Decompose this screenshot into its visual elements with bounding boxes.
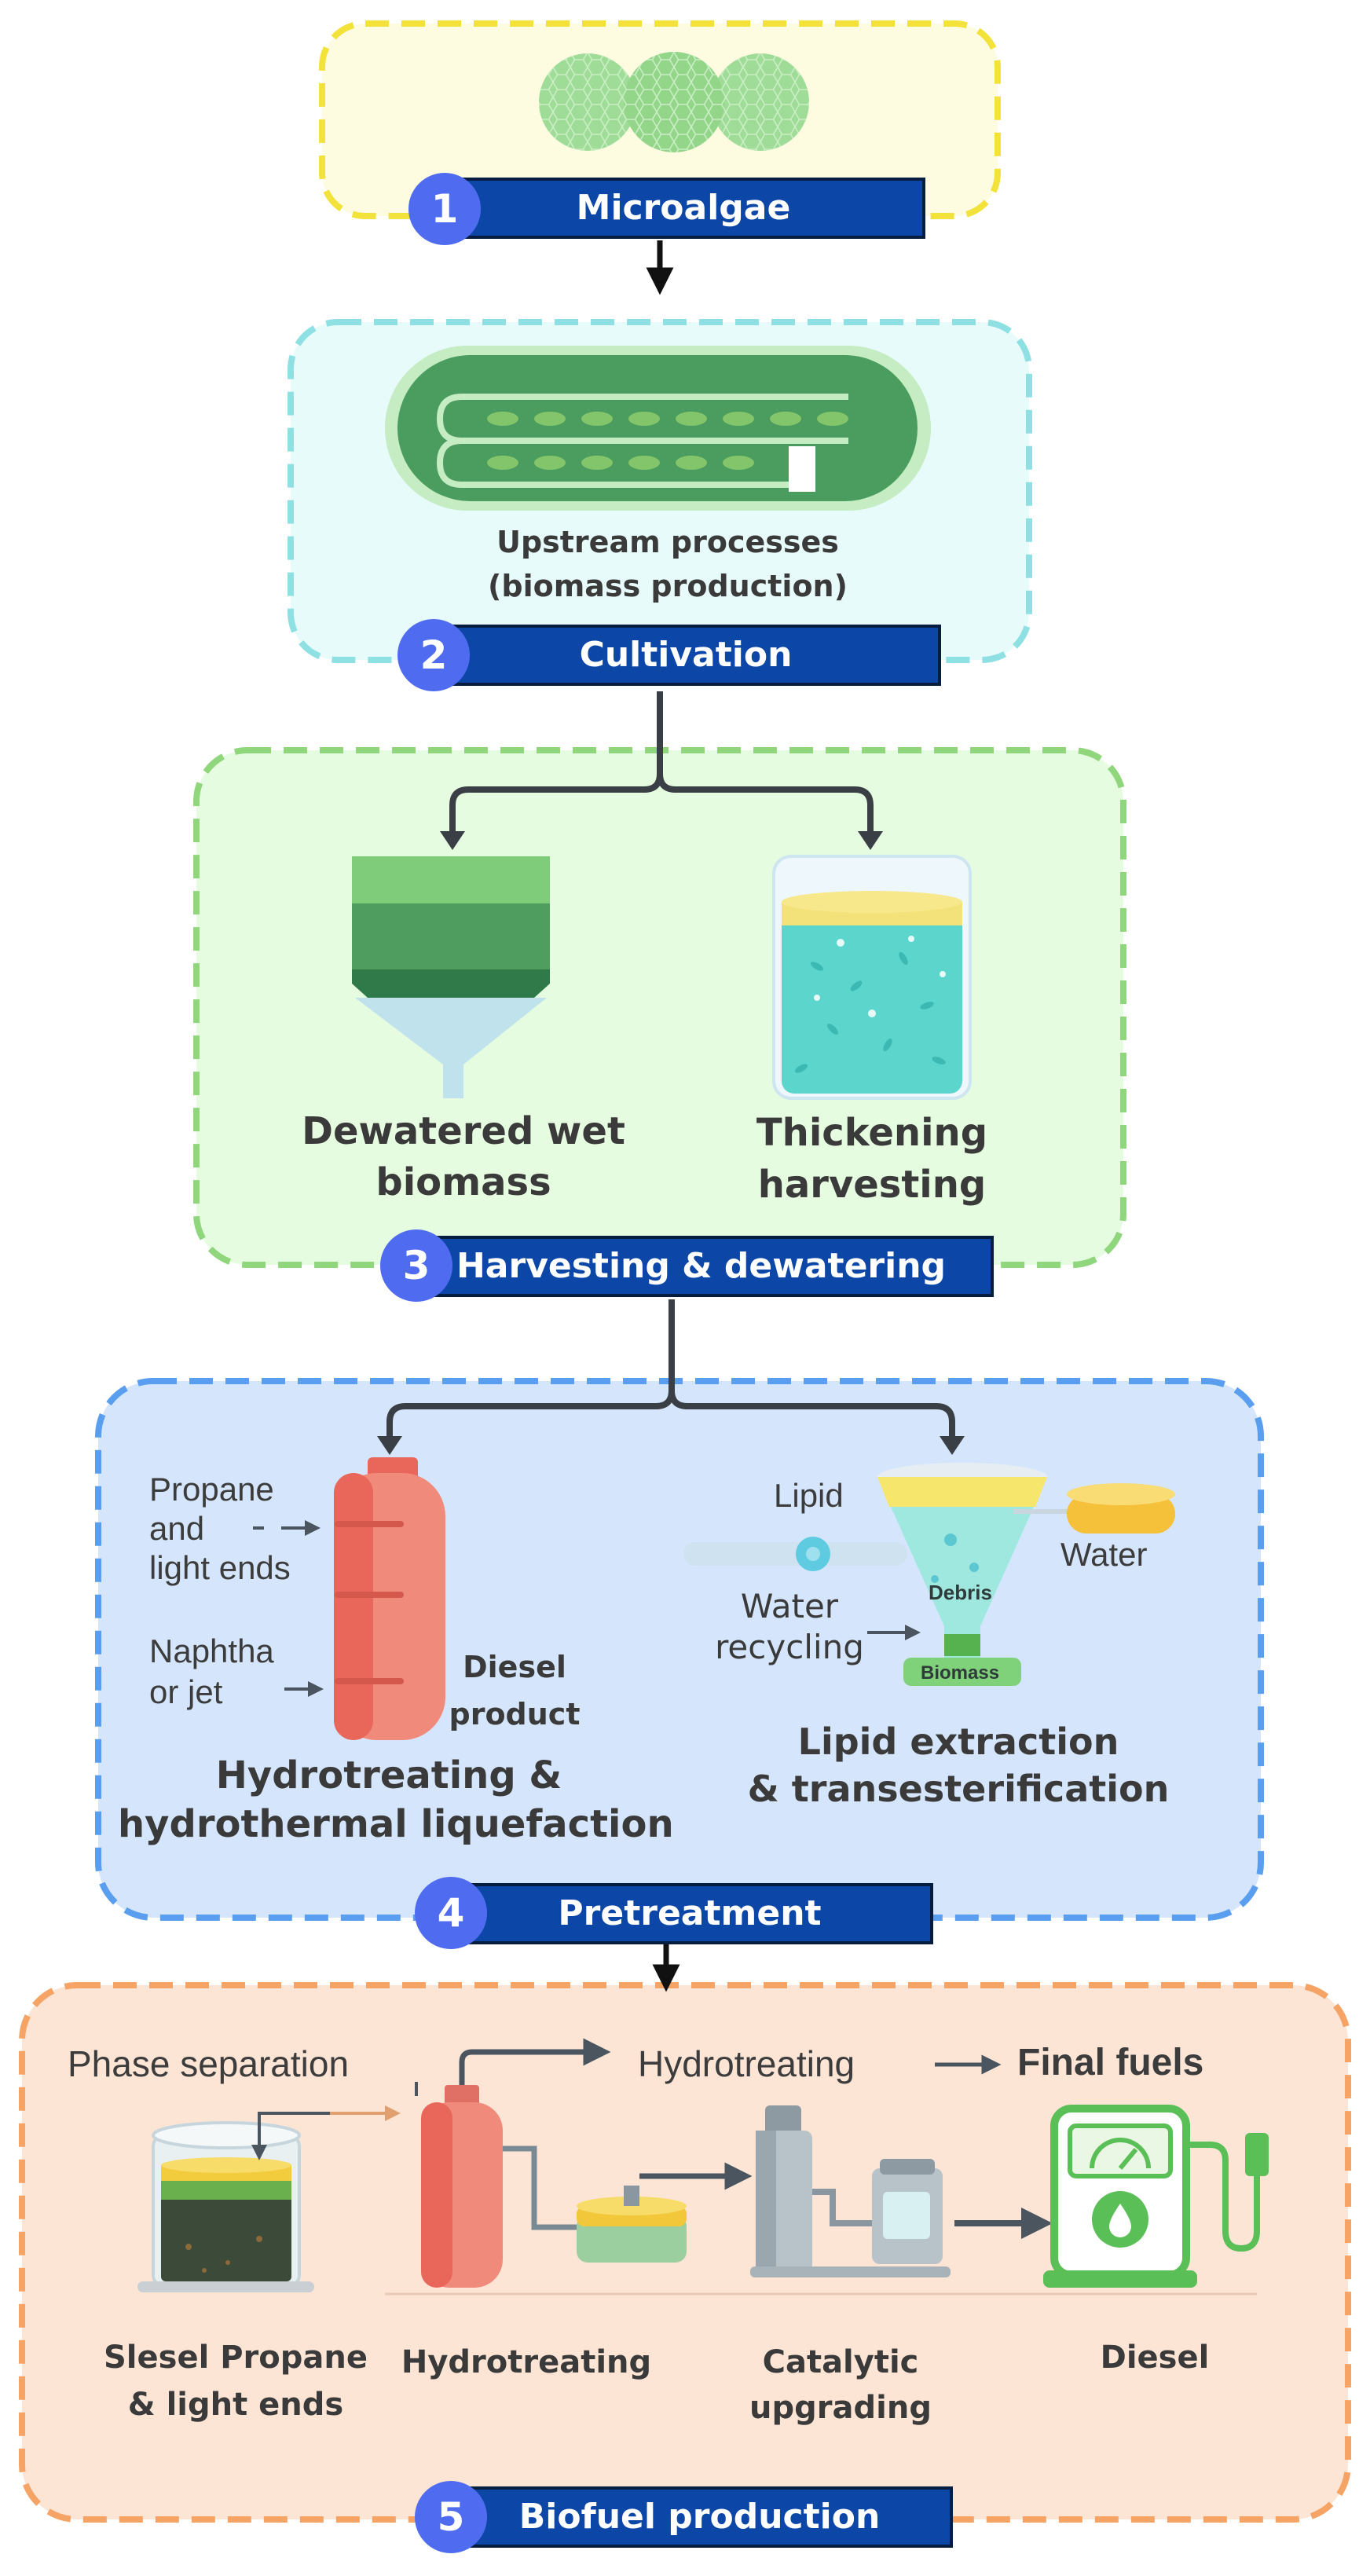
- phase-separation-label: Phase separation: [68, 2043, 350, 2084]
- stage-4-number: 4: [415, 1877, 487, 1949]
- lipid-label: Lipid: [774, 1477, 844, 1514]
- water-recycling-line1: Water: [740, 1587, 839, 1625]
- cultivation-caption-line2: (biomass production): [488, 569, 848, 603]
- hydrotreating-column-icon: [415, 2038, 611, 2288]
- hydrotreating-title-line1: Hydrotreating &: [215, 1753, 562, 1797]
- stage-4-title: Pretreatment: [446, 1883, 933, 1944]
- item1-label-line2: & light ends: [127, 2387, 344, 2423]
- catalytic-upgrading-icon: [750, 2105, 1053, 2277]
- dewatered-label-line2: biomass: [375, 1160, 551, 1204]
- stage-3-number: 3: [380, 1229, 452, 1302]
- hydrotreating-top-label: Hydrotreating: [638, 2043, 855, 2084]
- dewatered-label-line1: Dewatered wet: [302, 1109, 625, 1153]
- stage-5-number: 5: [415, 2481, 487, 2553]
- phase-separation-tank-icon: [137, 2121, 314, 2292]
- item2-label: Hydrotreating: [401, 2344, 652, 2380]
- input-light-ends: light ends: [149, 1549, 291, 1586]
- raceway-pond-icon: [385, 346, 931, 511]
- water-label: Water: [1060, 1536, 1148, 1573]
- input-arrows: [253, 1520, 324, 1697]
- final-fuels-label: Final fuels: [1017, 2042, 1204, 2083]
- input-propane: Propane: [149, 1471, 274, 1508]
- biomass-label: Biomass: [921, 1662, 1000, 1684]
- stage-1-number: 1: [408, 173, 481, 245]
- lipid-extraction-icon: [683, 1463, 1175, 1686]
- water-recycling-line2: recycling: [715, 1628, 864, 1666]
- branch-3-4: [386, 1299, 955, 1439]
- thickening-label-line1: Thickening: [756, 1111, 988, 1155]
- microalgae-cells-icon: [539, 52, 809, 152]
- stage-5-title: Biofuel production: [446, 2486, 953, 2548]
- branch-2-3: [449, 691, 874, 834]
- thickening-tank-icon: [772, 855, 972, 1100]
- item3-label-line2: upgrading: [749, 2390, 932, 2426]
- stage-2-title: Cultivation: [430, 625, 941, 686]
- input-and: and: [149, 1510, 205, 1547]
- item3-label-line1: Catalytic: [762, 2344, 919, 2380]
- stage-3-title: Harvesting & dewatering: [408, 1236, 994, 1297]
- diesel-product-line1: Diesel: [463, 1650, 566, 1684]
- item1-label-line1: Slesel Propane: [104, 2340, 368, 2376]
- input-or-jet: or jet: [149, 1673, 223, 1710]
- hydrotreating-reactor-icon: [334, 1457, 445, 1740]
- cultivation-caption-line1: Upstream processes: [496, 525, 839, 559]
- stage-2-number: 2: [397, 619, 470, 691]
- input-naphtha: Naphtha: [149, 1632, 274, 1669]
- lipid-title-line1: Lipid extraction: [797, 1720, 1119, 1763]
- lipid-title-line2: & transesterification: [747, 1768, 1170, 1810]
- hydrotreating-title-line2: hydrothermal liquefaction: [118, 1802, 674, 1846]
- item4-label: Diesel: [1100, 2340, 1210, 2376]
- settling-vessel-icon: [577, 2162, 753, 2263]
- debris-label: Debris: [929, 1581, 992, 1604]
- diesel-product-line2: product: [449, 1697, 581, 1731]
- stage-1-title: Microalgae: [441, 178, 925, 239]
- thickening-label-line2: harvesting: [757, 1163, 987, 1207]
- dewatering-funnel-icon: [352, 856, 550, 1098]
- fuel-pump-icon: [1043, 2105, 1269, 2288]
